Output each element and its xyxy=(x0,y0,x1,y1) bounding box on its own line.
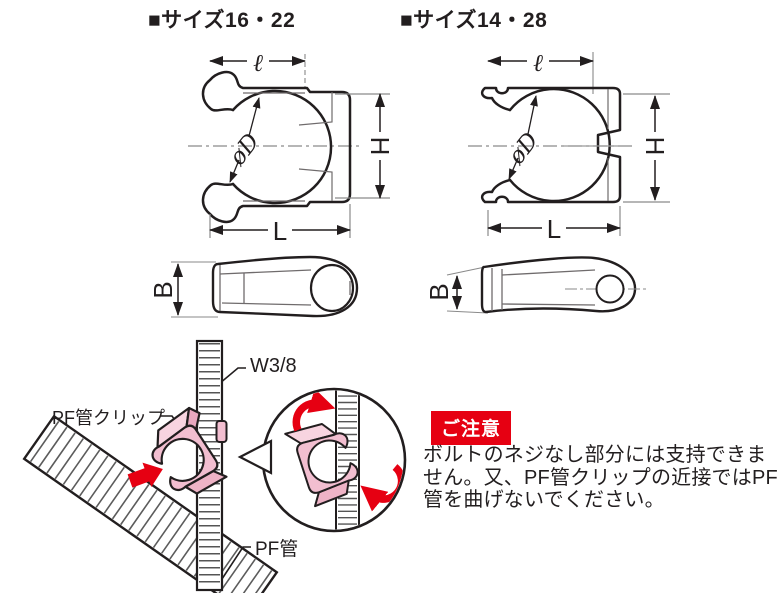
inset-pointer xyxy=(237,439,273,475)
notice-line: ボルトのネジなし部分には支持できま xyxy=(423,444,767,466)
inset-rod xyxy=(335,390,360,530)
inset-clip-front-face xyxy=(296,432,359,494)
clip-bore-arc xyxy=(508,87,611,203)
rod-callout-label: W3/8 xyxy=(250,355,297,377)
label-mask xyxy=(369,132,391,160)
label-mask xyxy=(542,215,566,241)
pipe-callout-label: PF管 xyxy=(255,539,299,560)
clip-outline xyxy=(480,86,622,204)
inset-content xyxy=(284,390,404,530)
dim-ell: ℓ xyxy=(487,49,594,77)
detail-inset xyxy=(237,387,407,533)
pipe-corrugation xyxy=(29,420,275,593)
dim-phiD-label: øD xyxy=(503,128,544,170)
clip-side-detail xyxy=(219,265,312,311)
dim-L: L xyxy=(209,204,351,246)
label-mask xyxy=(268,217,292,243)
dim-H: H xyxy=(335,93,395,199)
pf-clip xyxy=(151,406,228,495)
dim-L-label: L xyxy=(273,216,287,246)
dim-phiD: øD xyxy=(503,95,544,180)
clip-side-hole xyxy=(595,274,625,304)
notice-badge: ご注意 xyxy=(431,411,512,445)
dim-B-label: B xyxy=(148,281,178,298)
side-view-size16-22: B xyxy=(148,255,359,318)
dimension-drawing-size14-28: ℓ H L øD xyxy=(468,49,670,244)
side-view-size14-28: B xyxy=(424,256,646,314)
inset-clip xyxy=(284,423,359,508)
notice-line: せん。又、PF管クリップの近接ではPF xyxy=(423,466,778,489)
label-mask xyxy=(644,132,666,160)
inset-circle xyxy=(261,387,407,533)
clip-bore-arc xyxy=(231,89,333,205)
clip-side-detail xyxy=(491,268,596,311)
pf-pipe xyxy=(22,414,279,593)
clip-front-face xyxy=(151,424,219,492)
size-header-14-28: ■サイズ14・28 xyxy=(400,9,548,32)
dim-phiD-label: øD xyxy=(224,129,265,171)
dim-ell-label: ℓ xyxy=(533,49,543,77)
dim-H-label: H xyxy=(640,137,670,156)
clip-inner-detail xyxy=(243,92,333,202)
dim-L: L xyxy=(487,206,621,244)
dim-H-label: H xyxy=(365,137,395,156)
pipe-leader-line xyxy=(219,546,251,583)
dim-ell: ℓ xyxy=(209,49,306,77)
dimension-drawing-size16-22: ℓ H L øD xyxy=(188,49,395,246)
clip-inner-detail xyxy=(564,89,618,201)
clip-far-claw xyxy=(215,420,228,443)
installation-illustration xyxy=(22,339,407,593)
rotate-arrow-top-icon xyxy=(292,390,336,432)
notice-text: ボルトのネジなし部分には支持できま せん。又、PF管クリップの近接ではPF 管を… xyxy=(423,444,779,512)
clip-callout-label: PF管クリップ xyxy=(52,408,166,428)
dim-B: B xyxy=(148,261,218,318)
dim-ell-label: ℓ xyxy=(253,49,263,77)
dim-B: B xyxy=(424,266,489,314)
notice-line: 管を曲げないでください。 xyxy=(423,489,665,511)
clip-side-body xyxy=(480,256,637,314)
size-header-16-22: ■サイズ16・22 xyxy=(148,9,296,32)
push-arrow-icon xyxy=(127,462,163,488)
label-mask xyxy=(247,49,269,74)
label-mask xyxy=(527,49,549,74)
clip-outline xyxy=(201,70,352,224)
dim-L-label: L xyxy=(547,214,561,244)
dim-B-label: B xyxy=(424,283,454,300)
clip-side-hole xyxy=(309,263,355,313)
dim-H: H xyxy=(623,93,670,203)
